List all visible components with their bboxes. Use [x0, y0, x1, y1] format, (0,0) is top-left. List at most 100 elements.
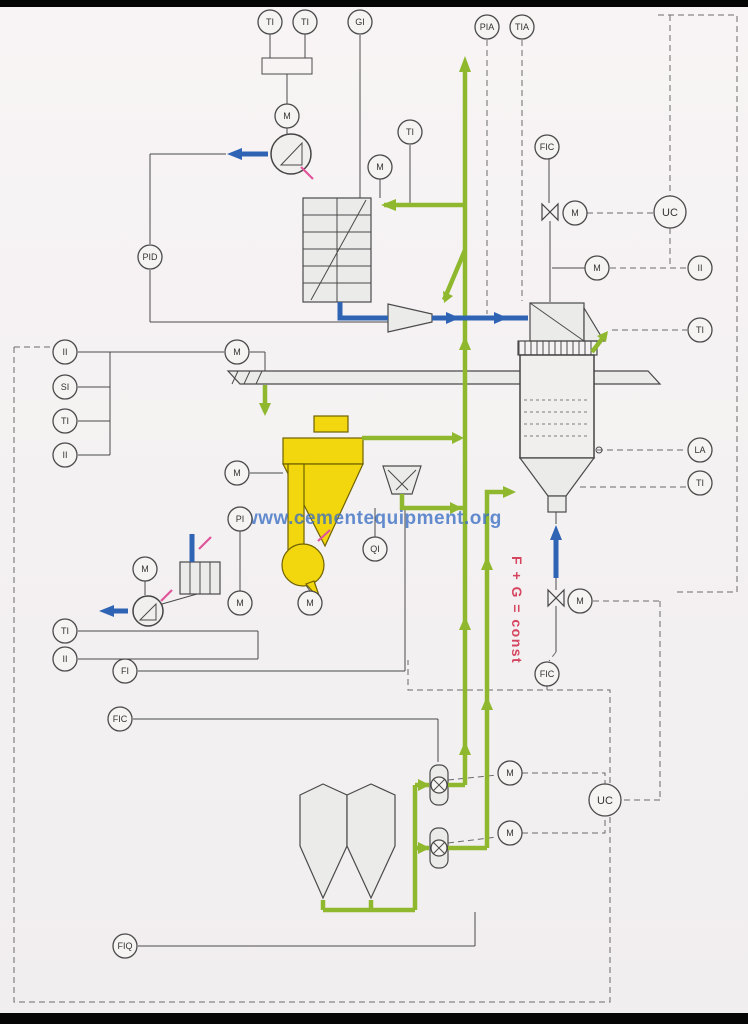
svg-text:TI: TI [266, 17, 274, 27]
instrument-ii-balloon: II [687, 255, 713, 281]
svg-text:TI: TI [696, 325, 704, 335]
instrument-m-balloon: M [584, 255, 610, 281]
control-loop-dashed-boundaries [13, 14, 738, 1003]
svg-text:M: M [576, 596, 584, 606]
svg-text:QI: QI [370, 544, 380, 554]
svg-text:TI: TI [61, 416, 69, 426]
instrument-fi-balloon: FI [112, 658, 138, 684]
instrument-m-balloon: M [132, 556, 158, 582]
instrument-m-balloon: M [224, 460, 250, 486]
svg-text:FIC: FIC [540, 669, 555, 679]
instrument-m-balloon: M [567, 588, 593, 614]
instrument-tia-balloon: TIA [509, 14, 535, 40]
svg-text:TI: TI [301, 17, 309, 27]
support-beam [226, 370, 662, 385]
instrument-ti-balloon: TI [292, 9, 318, 35]
instrument-ti-balloon: TI [52, 618, 78, 644]
svg-text:FI: FI [121, 666, 129, 676]
instrument-gi-balloon: GI [347, 9, 373, 35]
svg-text:M: M [506, 768, 514, 778]
svg-text:M: M [233, 468, 241, 478]
air-flow-arrows [99, 148, 562, 617]
svg-text:FIC: FIC [540, 142, 555, 152]
signal-dashed-lines [447, 40, 687, 844]
marker-ticks [160, 166, 331, 602]
instrument-uc-balloon: UC [653, 195, 687, 229]
watermark: www.cementequipment.org [242, 508, 502, 529]
svg-text:UC: UC [662, 207, 678, 219]
instrument-ti-balloon: TI [687, 317, 713, 343]
instrument-pid-balloon: PID [137, 244, 163, 270]
instrument-m-balloon: M [497, 760, 523, 786]
dedusting-fan [132, 595, 164, 627]
storage-silos [299, 783, 396, 900]
instrument-connection-lines [78, 34, 603, 947]
svg-text:FIQ: FIQ [118, 941, 133, 951]
reactor-vessel [517, 302, 606, 513]
instrument-m-balloon: M [497, 820, 523, 846]
svg-text:M: M [506, 828, 514, 838]
svg-text:M: M [236, 598, 244, 608]
instrument-m-balloon: M [367, 154, 393, 180]
svg-text:TI: TI [406, 127, 414, 137]
svg-text:UC: UC [597, 795, 613, 807]
instrument-fic-balloon: FIC [107, 706, 133, 732]
instrument-fic-balloon: FIC [534, 134, 560, 160]
flow-constant-annotation: F + G = const [509, 556, 525, 664]
svg-text:M: M [593, 263, 601, 273]
svg-text:M: M [571, 208, 579, 218]
svg-text:M: M [283, 111, 291, 121]
instrument-ii-balloon: II [52, 646, 78, 672]
svg-text:TI: TI [61, 626, 69, 636]
instrument-uc-balloon: UC [588, 783, 622, 817]
svg-text:M: M [141, 564, 149, 574]
svg-text:PI: PI [236, 514, 245, 524]
svg-text:M: M [233, 347, 241, 357]
instrument-m-balloon: M [224, 339, 250, 365]
svg-text:PIA: PIA [480, 22, 495, 32]
venturi-nozzle [387, 303, 433, 333]
instrument-m-balloon: M [297, 590, 323, 616]
instrument-fiq-balloon: FIQ [112, 933, 138, 959]
instrument-m-balloon: M [562, 200, 588, 226]
instrument-ti-balloon: TI [397, 119, 423, 145]
control-valve-bottom [547, 588, 565, 608]
instrument-m-balloon: M [227, 590, 253, 616]
instrument-si-balloon: SI [52, 374, 78, 400]
gas-flow-arrows [259, 56, 608, 854]
instrument-ti-balloon: TI [687, 470, 713, 496]
rotary-feeder-1 [429, 764, 449, 806]
rotary-feeder-2 [429, 827, 449, 869]
svg-text:PID: PID [142, 252, 158, 262]
cyclone-separator [281, 415, 364, 602]
instrument-pi-balloon: PI [227, 506, 253, 532]
instrument-ti-balloon: TI [52, 408, 78, 434]
svg-text:II: II [697, 263, 702, 273]
instrument-fic-balloon: FIC [534, 661, 560, 687]
bag-filter [179, 561, 221, 595]
svg-text:LA: LA [694, 445, 705, 455]
svg-text:SI: SI [61, 382, 70, 392]
induced-draft-fan [270, 133, 312, 175]
svg-text:TI: TI [696, 478, 704, 488]
instrument-la-balloon: LA [687, 437, 713, 463]
instrument-layer: TI TI GI PIA TIA M TI FIC M M UC PID M II TI M II SI TI II L… [52, 9, 713, 959]
svg-text:II: II [62, 450, 67, 460]
svg-text:II: II [62, 654, 67, 664]
svg-text:M: M [376, 162, 384, 172]
scan-border-bottom [0, 1013, 748, 1024]
flap-valve [382, 465, 422, 495]
svg-text:GI: GI [355, 17, 365, 27]
instrument-qi-balloon: QI [362, 536, 388, 562]
instrument-m-balloon: M [274, 103, 300, 129]
instrument-ii-balloon: II [52, 442, 78, 468]
heat-exchanger [302, 197, 372, 303]
svg-text:TIA: TIA [515, 22, 529, 32]
scan-border-top [0, 0, 748, 7]
instrument-ti-balloon: TI [257, 9, 283, 35]
svg-text:II: II [62, 347, 67, 357]
svg-text:M: M [306, 598, 314, 608]
svg-text:FIC: FIC [113, 714, 128, 724]
